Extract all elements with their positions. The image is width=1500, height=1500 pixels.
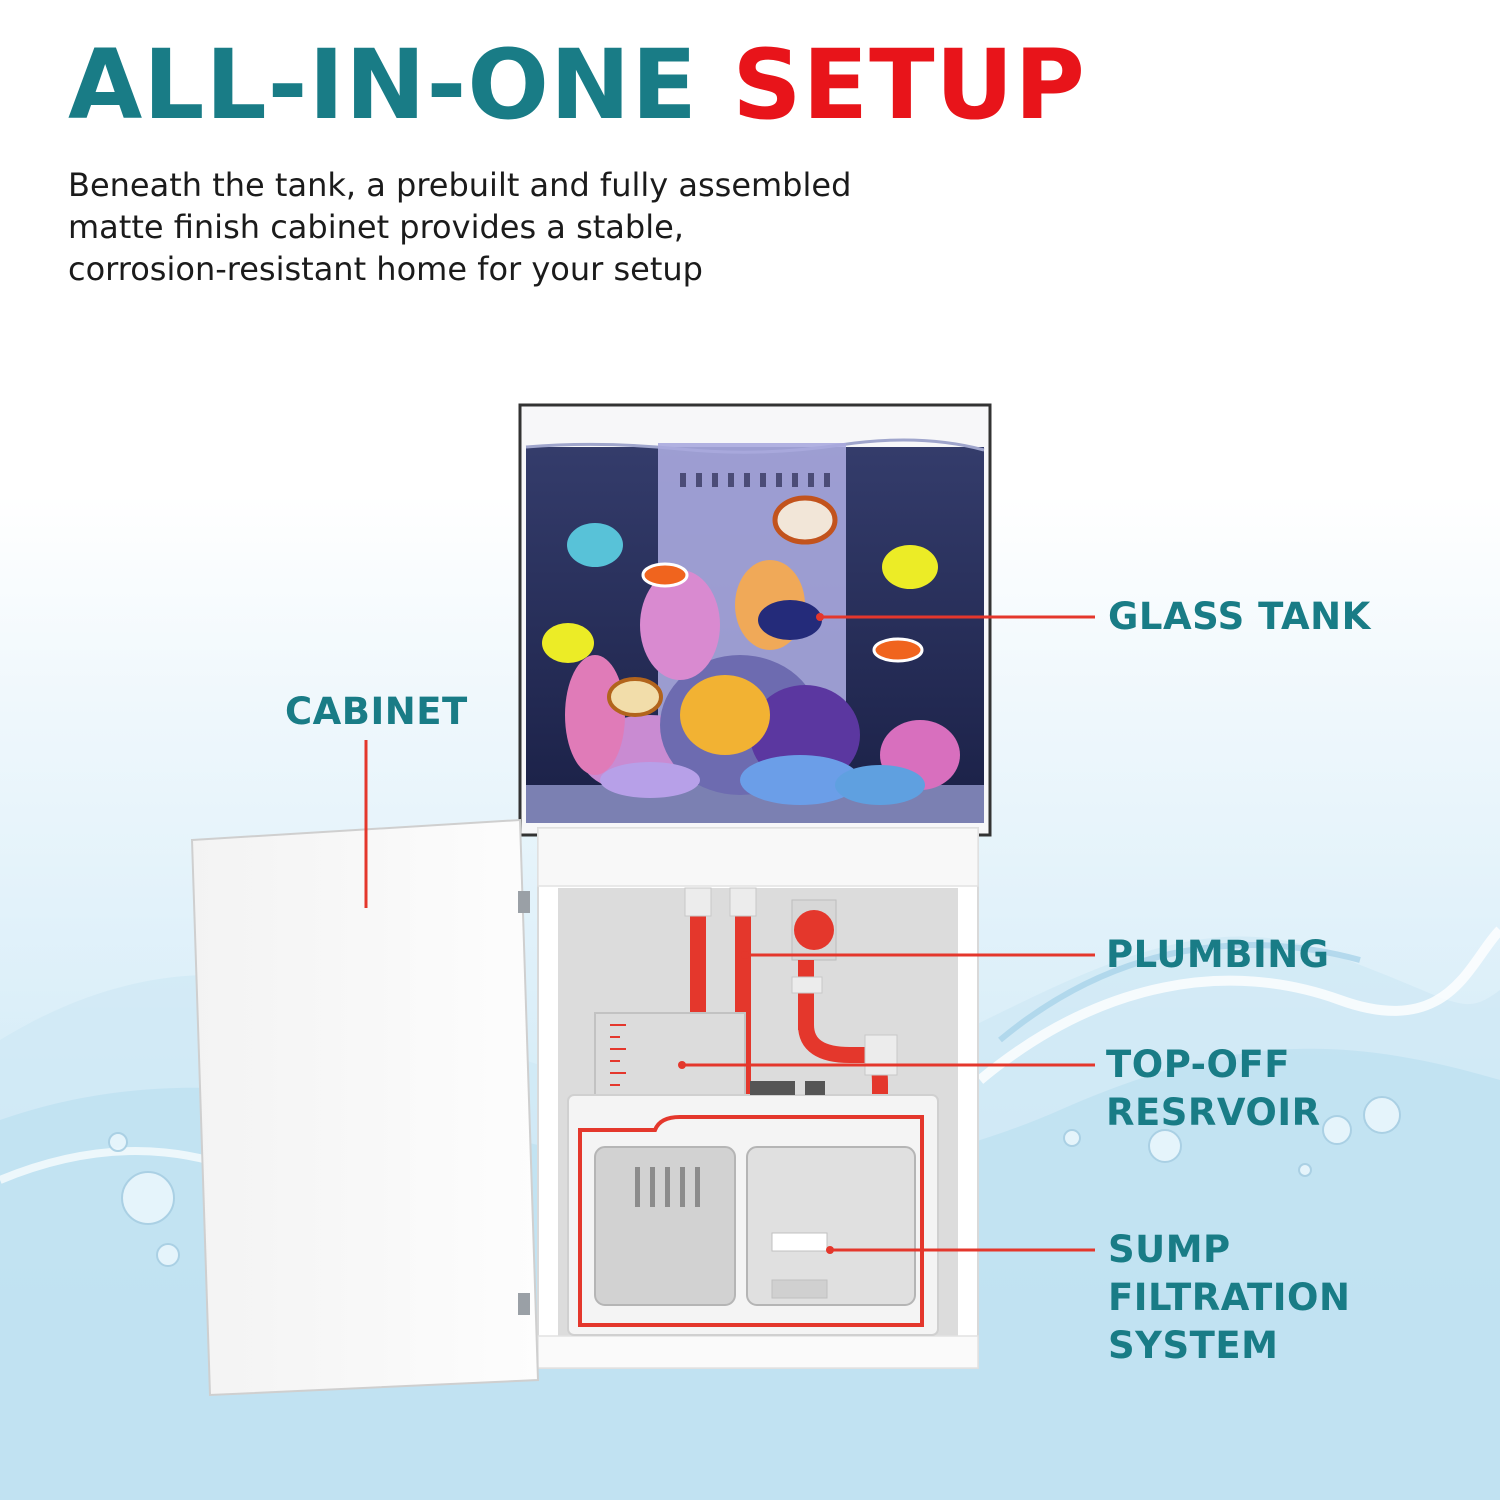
callout-line: SUMP — [1108, 1228, 1231, 1271]
sump — [567, 1081, 939, 1336]
title-part-2: SETUP — [732, 29, 1086, 141]
callout-cabinet: CABINET — [285, 690, 468, 733]
description-line: matte finish cabinet provides a stable, — [68, 208, 684, 246]
description-line: corrosion-resistant home for your setup — [68, 250, 703, 288]
fish — [542, 495, 938, 717]
glass-tank — [518, 403, 992, 837]
callout-topoff-reservoir: TOP-OFF RESRVOIR — [1106, 1041, 1321, 1137]
page-title: ALL-IN-ONE SETUP — [68, 30, 1086, 140]
callout-line: TOP-OFF — [1106, 1043, 1291, 1086]
door-hinge — [518, 1293, 530, 1315]
description-line: Beneath the tank, a prebuilt and fully a… — [68, 166, 852, 204]
callout-sump-filtration: SUMP FILTRATION SYSTEM — [1108, 1226, 1350, 1370]
bubbles — [108, 1096, 1401, 1267]
callout-line: FILTRATION — [1108, 1276, 1351, 1319]
callout-plumbing: PLUMBING — [1106, 933, 1330, 976]
callout-line: SYSTEM — [1108, 1324, 1279, 1367]
callout-line: RESRVOIR — [1106, 1091, 1321, 1134]
callout-glass-tank: GLASS TANK — [1108, 595, 1371, 638]
cabinet-door — [190, 818, 540, 1397]
door-hinge — [518, 891, 530, 913]
aquarium-cabinet-illustration — [190, 403, 992, 1397]
topoff-reservoir — [594, 1012, 746, 1104]
title-part-1: ALL-IN-ONE — [68, 29, 698, 141]
description: Beneath the tank, a prebuilt and fully a… — [68, 164, 968, 290]
